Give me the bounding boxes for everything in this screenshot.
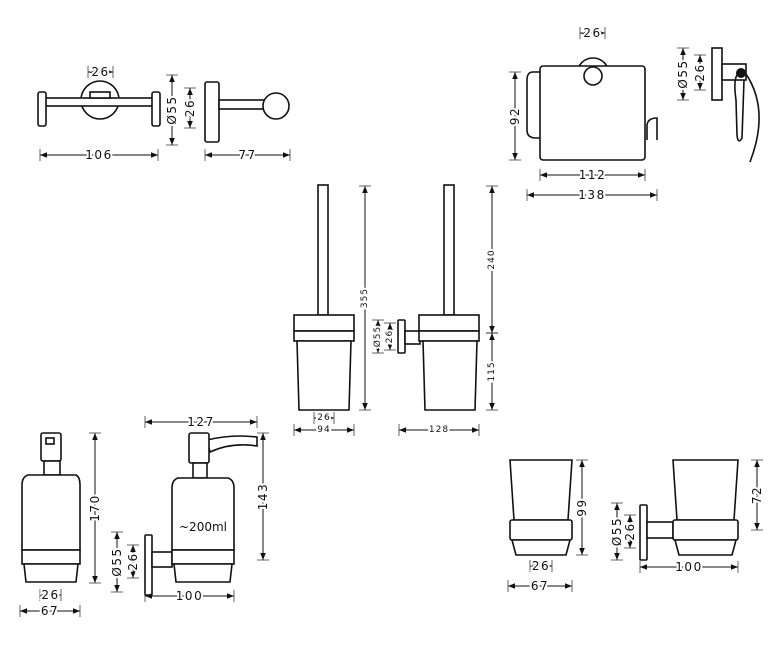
dimension-value: Ø55 — [165, 95, 179, 124]
d4-diameter-dimension: Ø55 — [370, 319, 385, 354]
d1-rosette-dimension: 26 — [87, 63, 114, 81]
d7-width-dimension: 67 — [507, 577, 573, 595]
d2-cover-width-dimension: 112 — [539, 166, 646, 184]
dimension-value: 26 — [693, 63, 707, 81]
double-hook-front-view — [37, 80, 161, 127]
d4-lower-dimension: 115 — [485, 332, 499, 411]
d5-rosette-dimension: 26 — [39, 586, 62, 604]
dimension-value: 72 — [750, 486, 764, 504]
tumbler-standing — [509, 459, 573, 556]
d5-width-dimension: 67 — [19, 602, 81, 620]
toilet-brush-standing — [293, 184, 355, 411]
dimension-value: 67 — [41, 604, 59, 618]
dimension-value: 138 — [578, 188, 605, 202]
dimension-value: 26 — [317, 413, 330, 423]
d1-projection-dimension: 77 — [204, 146, 291, 164]
dimension-value: 170 — [88, 494, 102, 521]
d8-height-dimension: 72 — [748, 459, 766, 531]
dimension-value: 26 — [126, 552, 140, 570]
paper-holder-front-view — [526, 57, 658, 161]
dimension-value: 115 — [487, 361, 497, 381]
d4-projection-dimension: 128 — [398, 423, 480, 437]
dimension-value: 128 — [429, 425, 449, 435]
d6-depth-dimension: 100 — [144, 587, 235, 605]
d7-rosette-dimension: 26 — [529, 557, 553, 575]
d8-rosette-dimension: 26 — [621, 514, 639, 549]
dimension-value: 100 — [675, 560, 702, 574]
d2-width-dimension: 138 — [526, 186, 658, 204]
dimension-value: 112 — [579, 168, 606, 182]
d2-diameter-dimension: Ø55 — [674, 47, 692, 101]
d6-projection-dimension: 127 — [144, 413, 258, 431]
volume-label: ~200ml — [179, 520, 227, 534]
dimension-value: 26 — [385, 330, 395, 343]
toilet-brush-wall — [397, 184, 480, 411]
d2-rosette-dimension: 26 — [579, 24, 606, 42]
dimension-value: 26 — [532, 559, 550, 573]
soap-dispenser-standing — [21, 432, 81, 583]
dimension-value: Ø55 — [610, 517, 624, 546]
dimension-value: 26 — [183, 99, 197, 117]
d1-width-dimension: 106 — [39, 146, 159, 164]
d3-height-dimension: 355 — [358, 185, 372, 411]
d6-rosette-dimension: 26 — [124, 544, 142, 579]
dimension-value: 240 — [487, 249, 497, 269]
dimension-value: 127 — [187, 415, 214, 429]
dimension-value: Ø55 — [110, 547, 124, 576]
dimension-value: 26 — [91, 65, 109, 79]
dimension-value: 106 — [85, 148, 112, 162]
d6-height-dimension: 143 — [254, 432, 272, 561]
d2-rosette-side-dimension: 26 — [691, 54, 709, 91]
dimension-value: Ø55 — [372, 326, 383, 348]
dimension-value: Ø55 — [676, 59, 690, 88]
d1-diameter-dimension: Ø55 — [163, 74, 181, 146]
d3-rosette-dimension: 26 — [313, 411, 335, 425]
dimension-value: 67 — [531, 579, 549, 593]
d4-handle-dimension: 240 — [485, 185, 499, 334]
soap-dispenser-wall: ~200ml — [144, 432, 258, 596]
d6-diameter-dimension: Ø55 — [108, 531, 126, 593]
paper-holder-side-view — [711, 47, 760, 163]
d4-rosette-dimension: 26 — [383, 322, 397, 351]
d7-height-dimension: 99 — [573, 459, 591, 556]
d1-rosette-side-dimension: 26 — [181, 87, 199, 129]
d2-height-dimension: 92 — [506, 71, 524, 161]
d8-projection-dimension: 100 — [639, 558, 739, 576]
dimension-value: 26 — [583, 26, 601, 40]
dimension-value: 92 — [508, 107, 522, 125]
d8-diameter-dimension: Ø55 — [608, 502, 626, 561]
dimension-value: 99 — [575, 498, 589, 516]
tumbler-wall — [639, 459, 739, 561]
dimension-value: 77 — [238, 148, 256, 162]
double-hook-side-view — [204, 81, 290, 143]
dimension-value: 26 — [41, 588, 59, 602]
dimension-value: 26 — [623, 522, 637, 540]
d5-height-dimension: 170 — [86, 432, 104, 584]
dimension-value: 355 — [360, 288, 370, 308]
dimension-value: 100 — [176, 589, 203, 603]
dimension-value: 143 — [256, 483, 270, 510]
d3-width-dimension: 94 — [293, 423, 355, 437]
dimension-value: 94 — [317, 425, 330, 435]
